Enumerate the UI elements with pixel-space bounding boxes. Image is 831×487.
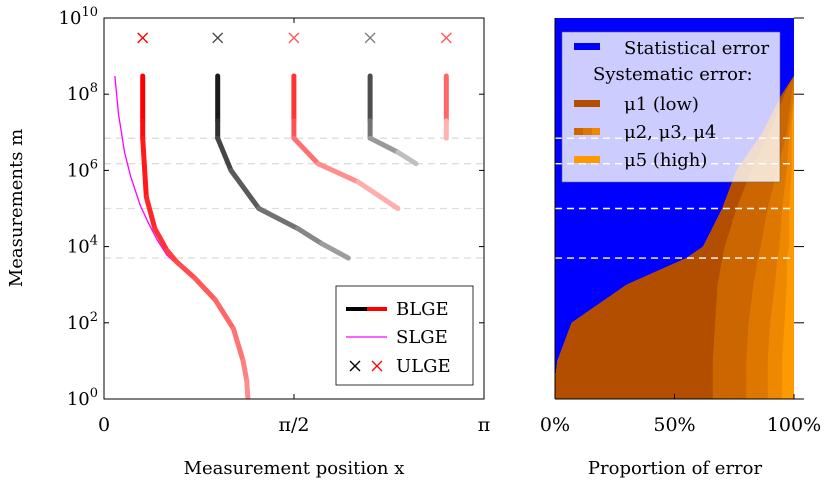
- left-legend-box: [335, 285, 474, 386]
- left-ytick-label: 102: [67, 310, 98, 334]
- ulge-marker-0: [137, 32, 149, 44]
- left-ytick-label: 108: [67, 81, 98, 105]
- blge-segment: [164, 247, 180, 265]
- left-series-group: [114, 73, 449, 399]
- ulge-marker-1: [212, 32, 224, 44]
- legend-blge-label: BLGE: [396, 299, 449, 320]
- legend-mu2-swatch: [574, 128, 583, 135]
- left-x-ticks: 0 π/2 π: [98, 18, 490, 436]
- left-xlabel: Measurement position x: [184, 458, 405, 479]
- blge-segment: [228, 167, 262, 211]
- legend-mu5-label: μ5 (high): [624, 150, 707, 171]
- blge-segment: [240, 358, 250, 384]
- left-ytick-label: 1010: [59, 5, 98, 29]
- blge-segment: [212, 297, 236, 332]
- left-ytick-label: 106: [67, 157, 98, 181]
- left-xtick-label: π/2: [279, 414, 310, 436]
- right-y-ticks: [794, 17, 804, 400]
- blge-segment: [367, 135, 401, 155]
- series-blge-2: [215, 73, 351, 261]
- blge-segment: [319, 241, 351, 261]
- right-xtick-label: 100%: [767, 414, 821, 436]
- systematic-error-areas: [555, 76, 794, 399]
- right-xtick-label: 50%: [653, 414, 695, 436]
- left-dashed-levels: [104, 137, 484, 259]
- blge-segment: [143, 194, 158, 231]
- left-xtick-label: π: [478, 414, 491, 436]
- blge-segment: [256, 206, 301, 231]
- blge-segment: [291, 135, 321, 167]
- blge-segment: [215, 135, 234, 173]
- ulge-marker-3: [364, 32, 376, 44]
- blge-segment: [244, 378, 251, 399]
- series-slge: [114, 75, 175, 263]
- legend-mu1-swatch: [574, 100, 600, 107]
- blge-segment: [230, 326, 246, 364]
- series-blge-4: [367, 73, 419, 167]
- blge-segment: [295, 225, 325, 247]
- series-blge-1: [140, 73, 251, 399]
- legend-statistical-label: Statistical error: [624, 38, 770, 59]
- blge-segment: [140, 135, 149, 200]
- blge-segment: [174, 259, 198, 281]
- legend-mu1-label: μ1 (low): [624, 94, 699, 115]
- blge-segment: [152, 225, 170, 253]
- left-plot: [104, 32, 484, 399]
- left-xtick-label: 0: [98, 414, 110, 436]
- left-ytick-label: 100: [67, 386, 98, 410]
- blge-segment: [315, 161, 361, 185]
- blge-segment: [395, 149, 419, 167]
- legend-mu4-swatch: [592, 128, 600, 135]
- right-x-ticks: 0% 50% 100%: [540, 394, 821, 436]
- right-xlabel: Proportion of error: [588, 458, 763, 479]
- left-ylabel: Measurements m: [6, 129, 27, 287]
- legend-ulge-cross-black: [349, 360, 361, 372]
- area-mu1: [555, 76, 794, 399]
- legend-ulge-label: ULGE: [396, 356, 451, 377]
- left-y-ticks: 100 102 104 106 108 1010: [59, 5, 484, 410]
- legend-statistical-swatch: [574, 43, 600, 50]
- legend-ulge-cross-red: [371, 360, 383, 372]
- legend-mu3-swatch: [583, 128, 592, 135]
- right-legend: Statistical error Systematic error: μ1 (…: [561, 31, 781, 183]
- left-ytick-label: 104: [67, 234, 98, 258]
- legend-mu234-label: μ2, μ3, μ4: [624, 122, 716, 143]
- ulge-marker-4: [440, 32, 452, 44]
- legend-mu5-swatch: [574, 156, 600, 163]
- ulge-markers: [137, 32, 452, 44]
- legend-slge-label: SLGE: [396, 327, 448, 348]
- ulge-marker-2: [288, 32, 300, 44]
- left-legend: BLGE SLGE ULGE: [335, 285, 474, 386]
- legend-systematic-heading: Systematic error:: [593, 64, 753, 85]
- blge-segment: [192, 275, 218, 303]
- blge-segment: [355, 179, 401, 211]
- series-blge-3: [291, 73, 401, 211]
- right-xtick-label: 0%: [540, 414, 570, 436]
